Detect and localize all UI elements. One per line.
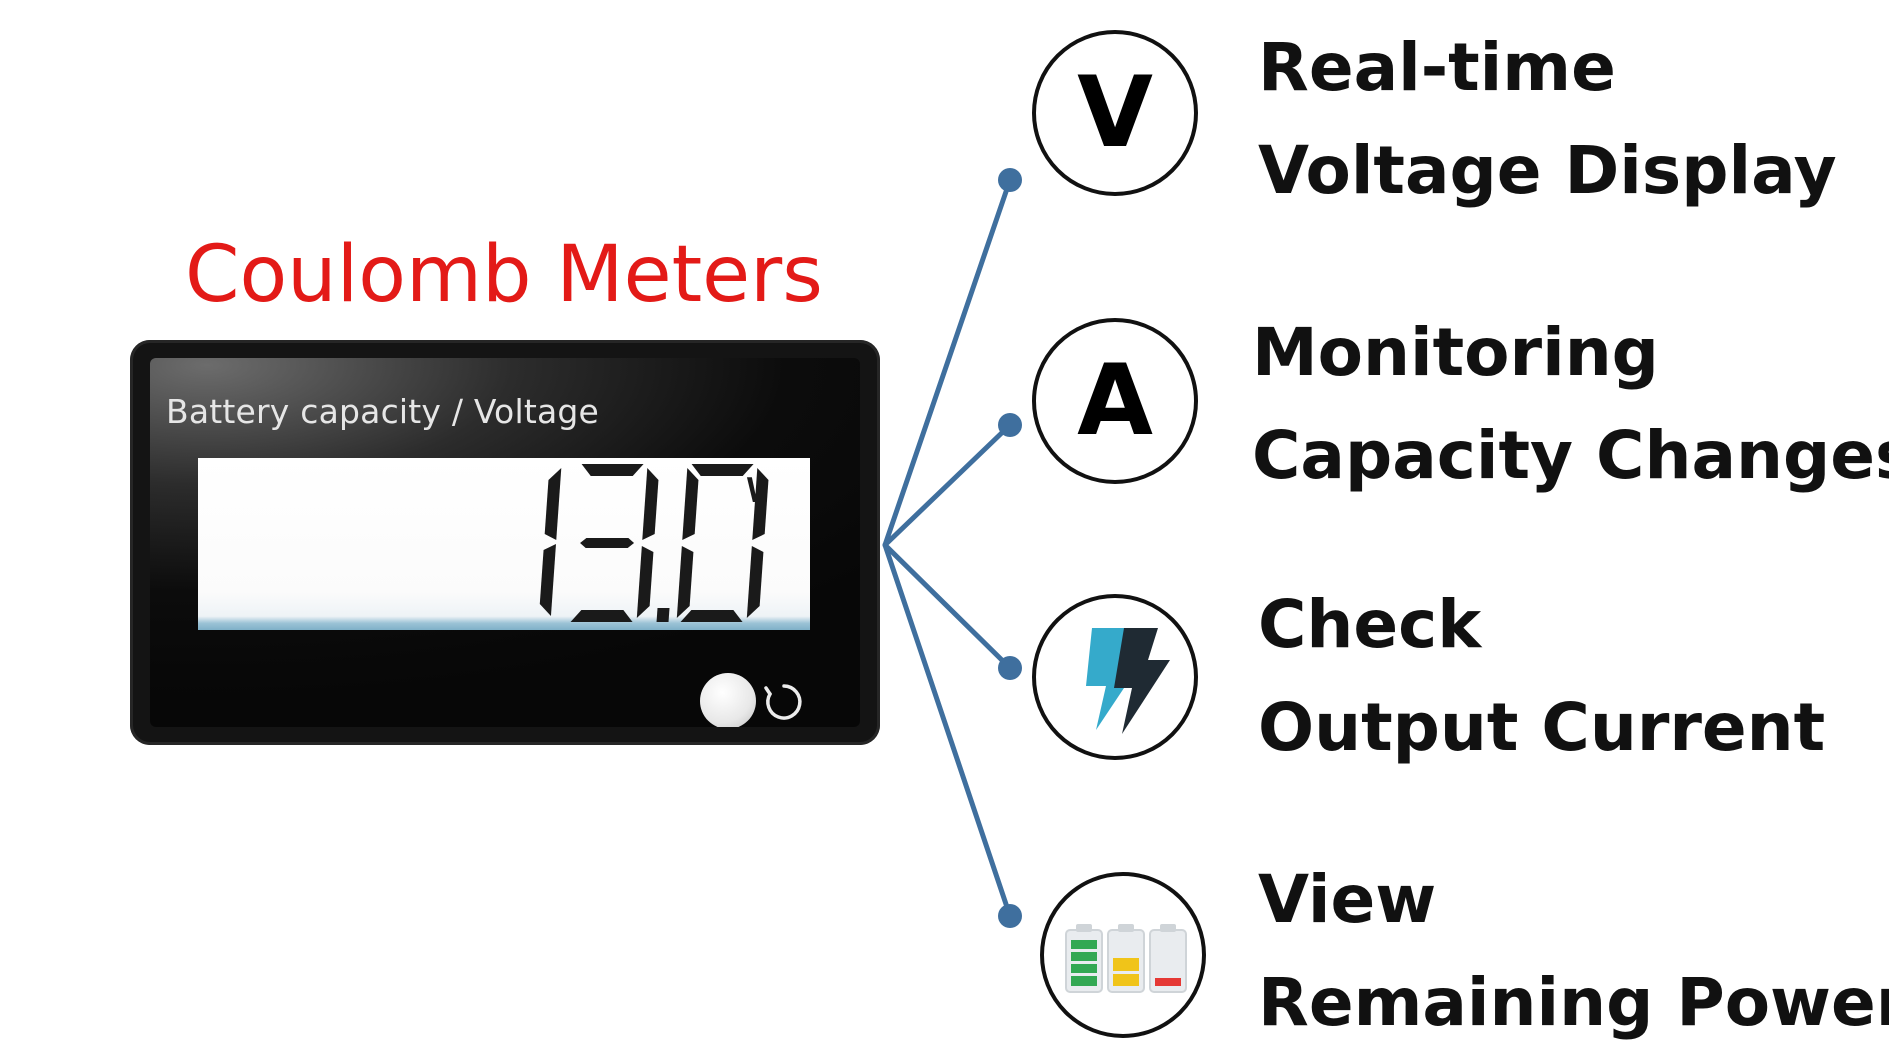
feature-capacity-line1: Monitoring bbox=[1252, 314, 1659, 391]
connector-line-current bbox=[882, 542, 1013, 671]
connector-line-power bbox=[882, 542, 1013, 919]
ampere-symbol: A bbox=[1077, 344, 1153, 458]
page-title: Coulomb Meters bbox=[185, 230, 823, 320]
power-icon bbox=[764, 684, 802, 720]
feature-voltage-line2: Voltage Display bbox=[1258, 132, 1837, 209]
coulomb-meter: Battery capacity / Voltage bbox=[130, 340, 880, 745]
connector-dot-power bbox=[998, 904, 1022, 928]
lcd-reading: V bbox=[539, 464, 769, 622]
feature-voltage-line1: Real-time bbox=[1258, 29, 1616, 106]
voltage-symbol: V bbox=[1077, 56, 1153, 170]
connector-dot-current bbox=[998, 656, 1022, 680]
lightning-bolt-icon bbox=[1032, 594, 1198, 760]
feature-capacity-text: Monitoring Capacity Changes bbox=[1252, 301, 1889, 507]
lcd-digit-3 bbox=[570, 464, 659, 622]
battery-levels-graphic bbox=[1065, 924, 1187, 993]
feature-power-line1: View bbox=[1258, 861, 1437, 938]
feature-current-line1: Check bbox=[1258, 586, 1482, 663]
lcd-decimal-point bbox=[656, 608, 670, 622]
connector-dot-capacity bbox=[998, 413, 1022, 437]
feature-capacity-line2: Capacity Changes bbox=[1252, 417, 1889, 494]
meter-face: Battery capacity / Voltage bbox=[150, 358, 860, 727]
meter-button[interactable] bbox=[700, 673, 756, 727]
connector-dot-voltage bbox=[998, 168, 1022, 192]
voltage-v-icon: V bbox=[1032, 30, 1198, 196]
feature-power-line2: Remaining Power bbox=[1258, 964, 1889, 1041]
lcd-screen: V bbox=[198, 458, 810, 630]
feature-current-line2: Output Current bbox=[1258, 689, 1826, 766]
connector-line-capacity bbox=[882, 422, 1013, 548]
connector-line-voltage bbox=[882, 177, 1013, 548]
feature-current-text: Check Output Current bbox=[1258, 573, 1825, 779]
lcd-unit: V bbox=[746, 471, 766, 511]
feature-voltage-text: Real-time Voltage Display bbox=[1258, 16, 1837, 222]
meter-label: Battery capacity / Voltage bbox=[166, 392, 600, 431]
lightning-bolt-graphic bbox=[1086, 628, 1170, 734]
battery-levels-icon bbox=[1040, 872, 1206, 1038]
ampere-a-icon: A bbox=[1032, 318, 1198, 484]
lcd-digit-1 bbox=[539, 468, 562, 616]
lcd-digit-0 bbox=[676, 464, 769, 622]
feature-power-text: View Remaining Power bbox=[1258, 848, 1889, 1054]
